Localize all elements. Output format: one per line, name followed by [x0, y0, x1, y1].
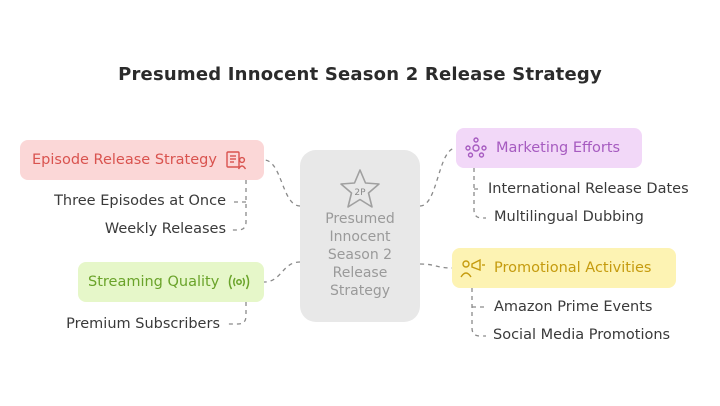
center-label-line: Presumed	[325, 211, 395, 227]
center-node	[300, 150, 420, 322]
connector-center-marketing	[419, 147, 457, 207]
megaphone-person-icon	[460, 258, 485, 278]
marketing-efforts-label: Marketing Efforts	[496, 140, 621, 156]
center-label-line: Strategy	[330, 283, 390, 299]
streaming-quality-node: Streaming Quality	[78, 262, 264, 302]
connector-episode-items	[232, 180, 247, 231]
promotional-activities-node: Promotional Activities	[452, 248, 676, 288]
connector-center-promotional	[419, 263, 453, 269]
streaming-quality-label: Streaming Quality	[88, 274, 220, 290]
center-label-line: Innocent	[329, 229, 391, 245]
clipboard-person-icon	[226, 151, 247, 170]
connector-marketing-items	[473, 168, 486, 219]
marketing-efforts-node: Marketing Efforts	[456, 128, 642, 168]
diagram-title: Presumed Innocent Season 2 Release Strat…	[118, 64, 602, 85]
connector-center-streaming	[263, 261, 301, 283]
connector-promotional-items	[471, 288, 486, 337]
episode-release-strategy-label: Episode Release Strategy	[32, 152, 217, 168]
marketing-item: International Release Dates	[488, 181, 689, 197]
center-label: Presumed Innocent Season 2 Release Strat…	[300, 210, 420, 300]
svg-text:2P: 2P	[354, 188, 366, 198]
promotional-activities-label: Promotional Activities	[494, 260, 652, 276]
center-label-line: Season 2	[327, 247, 393, 263]
promotional-item: Social Media Promotions	[493, 327, 671, 343]
broadcast-icon	[229, 274, 250, 290]
episode-release-strategy-node: Episode Release Strategy	[20, 140, 264, 180]
connector-center-episode	[263, 159, 301, 207]
center-label-line: Release	[332, 265, 388, 281]
marketing-item: Multilingual Dubbing	[494, 209, 644, 225]
streaming-item: Premium Subscribers	[66, 316, 220, 332]
promotional-item: Amazon Prime Events	[494, 299, 653, 315]
team-gear-icon	[465, 137, 487, 158]
episode-item: Three Episodes at Once	[54, 193, 226, 209]
episode-item: Weekly Releases	[104, 221, 226, 237]
connector-streaming-items	[228, 302, 247, 325]
star-2p-icon: 2P	[340, 169, 380, 208]
